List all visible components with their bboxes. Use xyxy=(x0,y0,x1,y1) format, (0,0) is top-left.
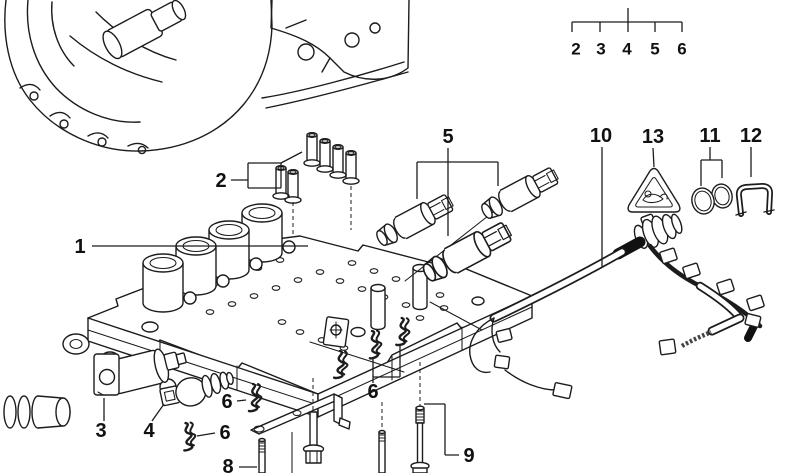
bolt-thin xyxy=(378,429,386,473)
callout-1-valve-body: 1 xyxy=(74,236,86,258)
pressure-regulators xyxy=(372,163,563,288)
valve-body-drawing xyxy=(3,203,533,429)
legend-item-4: 4 xyxy=(622,39,632,59)
transmission-drawing xyxy=(4,0,410,155)
solenoid-4 xyxy=(159,371,234,407)
callout-12-clamp: 12 xyxy=(739,125,763,147)
callout-2-sleeves: 2 xyxy=(215,170,227,192)
callout-4-solenoid: 4 xyxy=(143,420,155,442)
callout-11-orings: 11 xyxy=(699,125,721,147)
callout-6-clip-a: 6 xyxy=(221,391,233,413)
bolts-9 xyxy=(410,405,430,473)
legend-item-2: 2 xyxy=(571,39,581,59)
legend-parent-label: 1 xyxy=(623,0,632,2)
legend-item-6: 6 xyxy=(677,39,687,59)
alignment-dashes xyxy=(292,186,421,430)
callout-3-solenoid: 3 xyxy=(95,420,107,442)
callout-9-bolts: 9 xyxy=(463,445,475,467)
callout-6-clip-c: 6 xyxy=(367,381,379,403)
wiring-harness xyxy=(469,213,765,400)
bolt-8 xyxy=(258,437,266,473)
callout-6-clip-b: 6 xyxy=(219,422,231,444)
holder-bracket xyxy=(250,393,351,435)
bolt-center xyxy=(302,411,325,464)
solenoid-3 xyxy=(93,348,187,396)
o-rings xyxy=(691,183,733,215)
leader-lines xyxy=(92,8,752,473)
callout-8-stud: 8 xyxy=(222,456,234,473)
guide-sleeves xyxy=(272,131,360,204)
legend-item-5: 5 xyxy=(650,39,660,59)
callout-10-harness: 10 xyxy=(589,125,613,147)
lower-left-solenoid xyxy=(3,395,71,429)
retaining-clamp xyxy=(735,182,775,217)
warning-triangle xyxy=(627,167,681,213)
warning-symbol xyxy=(642,190,668,204)
valve-body-cylinders xyxy=(142,203,296,313)
callout-5-regulators: 5 xyxy=(442,126,454,148)
callout-13-warning: 13 xyxy=(641,126,665,148)
legend-item-3: 3 xyxy=(596,39,606,59)
